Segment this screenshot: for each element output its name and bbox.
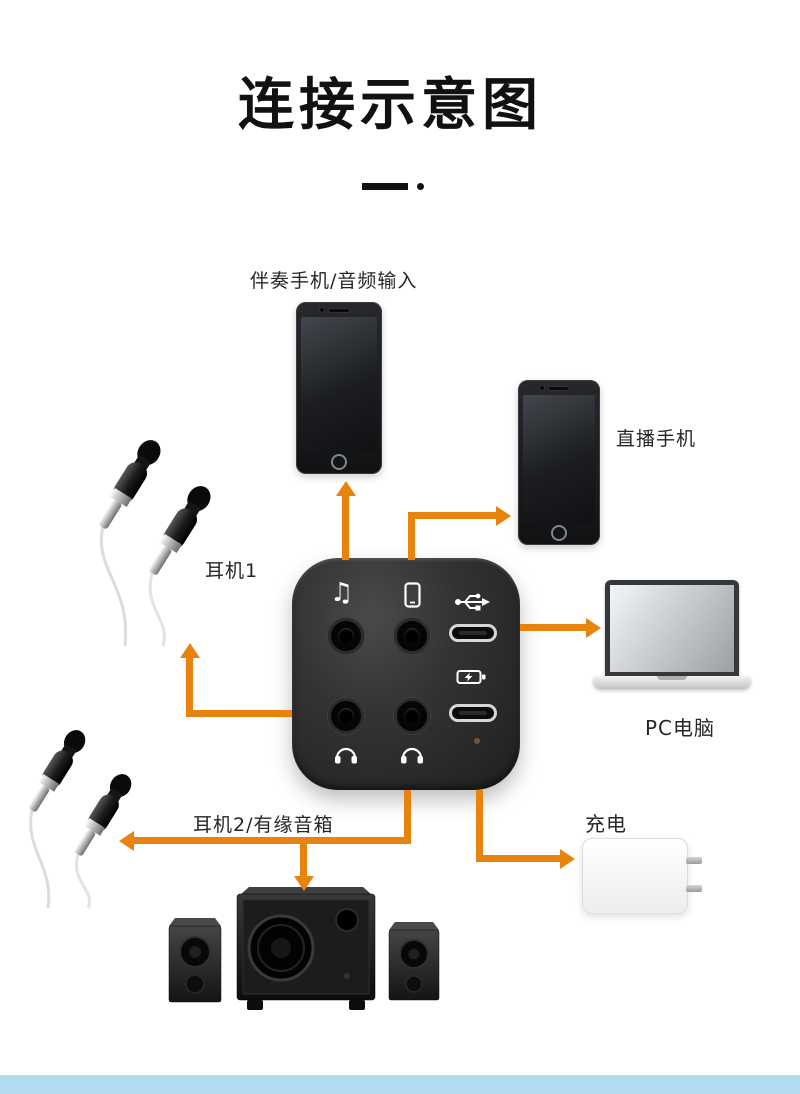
laptop-screen	[605, 580, 739, 676]
phone-camera-dot	[540, 386, 544, 390]
arrowhead-right-icon	[496, 506, 511, 526]
phone-home-button	[551, 525, 567, 541]
arrow-segment	[408, 512, 415, 560]
label-earphone1: 耳机1	[205, 560, 259, 582]
arrow-segment	[300, 844, 307, 878]
label-live-phone: 直播手机	[616, 428, 697, 450]
label-charger: 充电	[585, 812, 627, 836]
arrow-segment	[186, 710, 292, 717]
sound-card-hub: ♫	[292, 558, 520, 790]
phone-input-jack	[394, 618, 430, 654]
smartphone-icon	[404, 582, 421, 608]
usb-c-port-top	[449, 624, 497, 642]
usb-charger	[582, 838, 702, 914]
arrowhead-up-icon	[180, 643, 200, 658]
battery-charging-icon	[456, 670, 486, 684]
footer-bar	[0, 1075, 800, 1094]
laptop-notch	[657, 676, 687, 680]
phone-speaker-slit	[329, 309, 349, 312]
charger-prong	[686, 857, 702, 864]
pc-laptop	[593, 580, 751, 692]
arrowhead-right-icon	[586, 618, 601, 638]
laptop-base	[593, 676, 751, 689]
earphones-2	[28, 730, 132, 909]
arrowhead-down-icon	[294, 876, 314, 891]
arrowhead-left-icon	[119, 831, 134, 851]
phone-speaker-slit	[549, 387, 569, 390]
usb-icon	[455, 593, 490, 611]
page-title: 连接示意图	[238, 73, 543, 138]
label-earphone2-speaker: 耳机2/有缘音箱	[193, 814, 334, 836]
label-pc: PC电脑	[645, 716, 716, 740]
usb-c-port-bottom	[449, 704, 497, 722]
arrow-segment	[342, 496, 349, 560]
label-accompaniment-phone: 伴奏手机/音频输入	[250, 270, 418, 292]
arrow-segment	[476, 855, 560, 862]
laptop-display	[610, 585, 734, 672]
arrow-segment	[186, 658, 193, 717]
phone-home-button	[331, 454, 347, 470]
title-underline-dash	[362, 183, 408, 190]
music-input-jack	[328, 618, 364, 654]
arrow-segment	[408, 512, 496, 519]
arrowhead-up-icon	[336, 481, 356, 496]
phone-screen	[301, 317, 377, 452]
phone-camera-dot	[320, 308, 324, 312]
headphone-icon-right	[401, 747, 423, 764]
speaker-system	[168, 887, 440, 1010]
arrow-segment	[520, 624, 586, 631]
arrow-segment	[134, 837, 411, 844]
phone-screen	[523, 395, 595, 523]
arrow-segment	[404, 790, 411, 844]
headphone-jack-1	[328, 698, 364, 734]
title-underline-dot	[417, 183, 424, 190]
accompaniment-phone	[296, 302, 382, 474]
arrow-segment	[476, 790, 483, 862]
earphones-1	[99, 440, 211, 647]
headphone-icon-left	[335, 747, 357, 764]
arrowhead-right-icon	[560, 849, 575, 869]
charger-prong	[686, 885, 702, 892]
headphone-jack-2	[394, 698, 430, 734]
live-stream-phone	[518, 380, 600, 545]
music-note-icon: ♫	[330, 578, 354, 608]
led-indicator	[474, 738, 480, 744]
